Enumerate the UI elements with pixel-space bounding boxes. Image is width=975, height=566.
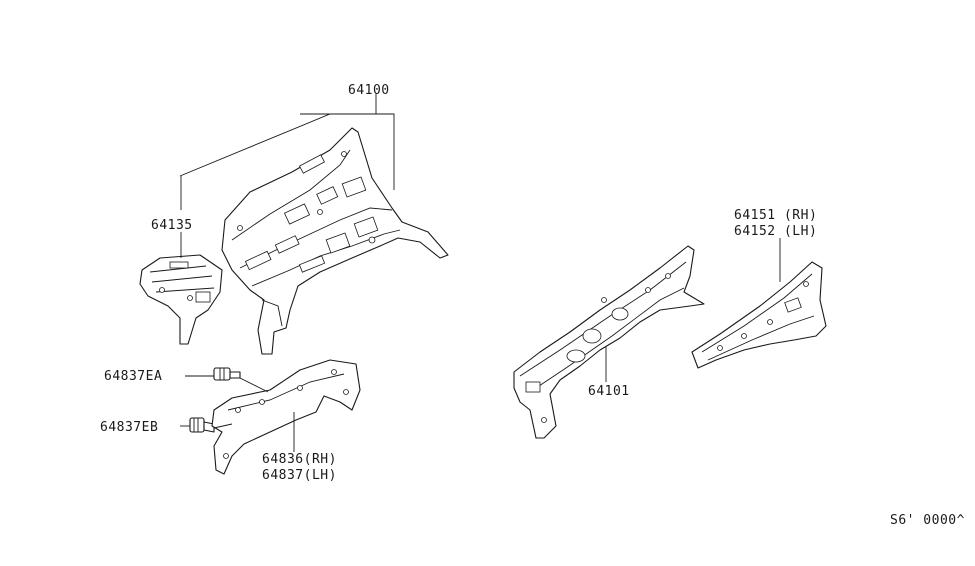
part-bolt-64837EB (189, 417, 215, 433)
label-64135: 64135 (151, 218, 193, 233)
part-bracket-64135 (139, 254, 223, 345)
part-side-member-64101 (513, 245, 705, 439)
part-panel-64836-64837 (211, 359, 361, 475)
label-64837EA: 64837EA (104, 369, 162, 384)
label-64101: 64101 (588, 384, 630, 399)
label-64151: 64151 (RH) (734, 208, 817, 223)
label-diagram-ref: S6' 0000^ (890, 513, 965, 528)
label-64100: 64100 (348, 83, 390, 98)
label-64837EB: 64837EB (100, 420, 158, 435)
part-dash-panel-64100 (221, 127, 449, 355)
label-64152: 64152 (LH) (734, 224, 817, 239)
leader-lines (179, 94, 781, 452)
part-bolt-64837EA (213, 367, 241, 381)
label-64837: 64837(LH) (262, 468, 337, 483)
label-64836: 64836(RH) (262, 452, 337, 467)
part-reinforcement-64151-64152 (691, 261, 827, 369)
